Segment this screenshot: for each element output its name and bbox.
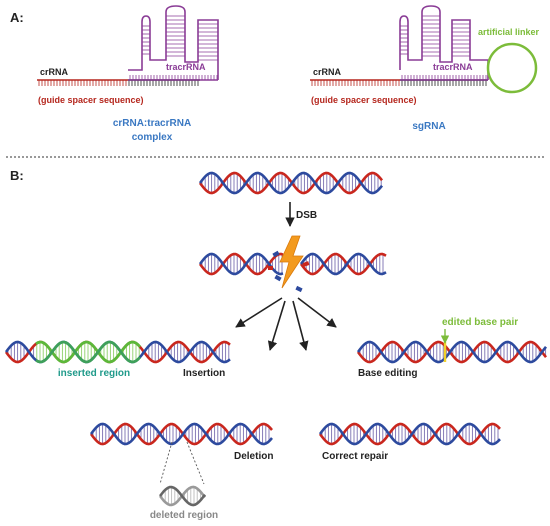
sgrna-caption: sgRNA: [412, 121, 445, 132]
dna-broken-right: [299, 252, 387, 276]
crrna-label-left: crRNA: [40, 67, 69, 77]
artificial-linker-label: artificial linker: [478, 27, 540, 37]
lightning-bolt-icon: [279, 235, 304, 289]
crrna-tracrrna-complex: [37, 5, 219, 86]
inserted-region-label: inserted region: [58, 368, 130, 379]
dna-deletion: [89, 422, 273, 446]
complex-caption-line2: complex: [132, 132, 173, 143]
insertion-label: Insertion: [183, 368, 225, 379]
deleted-region-label: deleted region: [150, 510, 218, 521]
dna-helices: [4, 171, 548, 507]
complex-caption-line1: crRNA:tracrRNA: [113, 118, 191, 129]
dna-insertion: [4, 340, 231, 364]
crrna-label-right: crRNA: [313, 67, 342, 77]
panel-a-label: A:: [10, 10, 24, 25]
arrow-to-correct-repair: [292, 300, 309, 351]
tracrrna-label-right: tracrRNA: [433, 62, 473, 72]
dna-correct-repair: [318, 422, 501, 446]
crrna-strand: [37, 79, 200, 86]
guide-spacer-label-left: (guide spacer sequence): [38, 95, 144, 105]
correct-repair-label: Correct repair: [322, 451, 388, 462]
panel-b-label: B:: [10, 168, 24, 183]
base-editing-label: Base editing: [358, 368, 417, 379]
tracrrna-structure: [128, 5, 219, 81]
arrow-to-deletion: [267, 300, 286, 351]
dna-broken-left: [198, 252, 284, 276]
edited-base-pair-label: edited base pair: [442, 317, 518, 328]
arrow-to-base-editing: [297, 297, 337, 328]
tracrrna-label-left: tracrRNA: [166, 62, 206, 72]
guide-spacer-label-right: (guide spacer sequence): [311, 95, 417, 105]
artificial-linker-loop: [486, 42, 538, 94]
deleted-region-connector-right: [186, 441, 205, 485]
sgrna-crrna-strand: [310, 79, 488, 86]
dsb-label: DSB: [296, 210, 317, 221]
arrow-to-insertion: [235, 297, 283, 328]
break-fragments: [268, 250, 310, 293]
dna-intact: [198, 171, 384, 195]
dna-deleted-fragment: [158, 485, 207, 507]
deletion-label: Deletion: [234, 451, 273, 462]
sgrna-tracrrna-structure: [399, 5, 489, 81]
dna-base-editing: [356, 340, 548, 364]
sgrna: [310, 5, 538, 94]
deleted-region-connector-left: [159, 441, 173, 485]
